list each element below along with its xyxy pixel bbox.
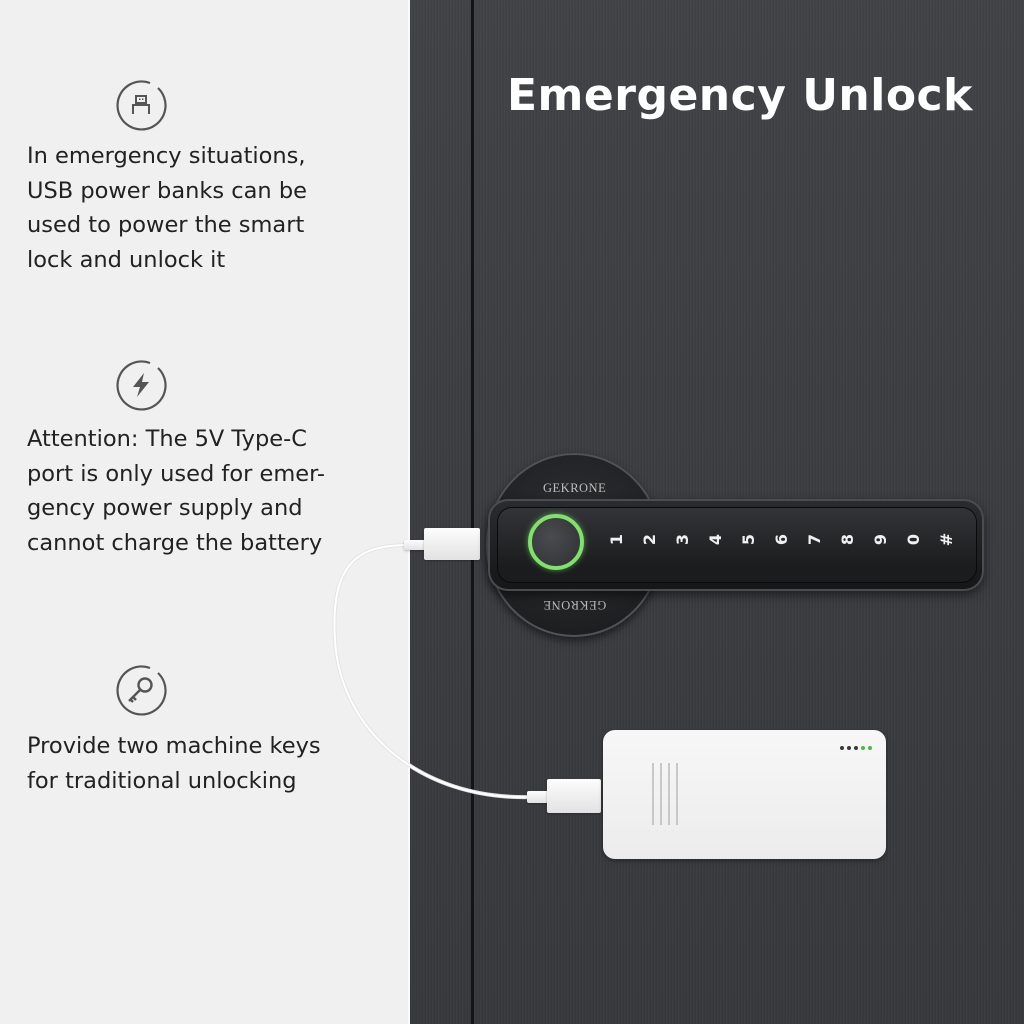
key-8[interactable]: 8	[838, 533, 857, 546]
key-3[interactable]: 3	[673, 533, 692, 546]
brand-logo-inverted: GEKRONE	[543, 598, 607, 612]
text-line: used to power the smart	[27, 212, 305, 238]
usb-c-connector	[424, 528, 480, 560]
keypad: 1 2 3 4 5 6 7 8 9 0 #	[600, 530, 963, 549]
door-seam	[471, 0, 474, 1024]
text-line: USB power banks can be	[27, 177, 307, 204]
page-title: Emergency Unlock	[507, 70, 973, 121]
text-line: Provide two machine keys	[27, 733, 321, 759]
power-bank	[603, 730, 886, 859]
key-4[interactable]: 4	[706, 533, 725, 546]
battery-indicator-leds	[840, 746, 872, 750]
usb-a-connector	[547, 779, 601, 813]
lightning-bolt-icon	[116, 360, 167, 411]
key-hash[interactable]: #	[937, 532, 956, 547]
feature-keys-text: Provide two machine keys for traditional…	[27, 729, 402, 798]
text-line: lock and unlock it	[27, 246, 226, 273]
text-line: In emergency situations,	[27, 143, 306, 169]
power-bank-grille	[652, 763, 678, 825]
key-9[interactable]: 9	[871, 533, 890, 546]
text-line: for traditional unlocking	[27, 767, 297, 794]
text-line: Attention: The 5V Type-C	[27, 426, 307, 452]
key-6[interactable]: 6	[772, 533, 791, 546]
usb-c-connector-neck	[404, 540, 426, 550]
key-0[interactable]: 0	[904, 533, 923, 546]
text-line: cannot charge the battery	[27, 529, 323, 556]
text-line: gency power supply and	[27, 495, 303, 521]
key-2[interactable]: 2	[640, 533, 659, 546]
fingerprint-sensor[interactable]	[528, 514, 584, 570]
feature-attention-text: Attention: The 5V Type-C port is only us…	[27, 422, 402, 560]
key-icon	[116, 665, 167, 716]
key-5[interactable]: 5	[739, 533, 758, 546]
led-dot-lit	[861, 746, 865, 750]
key-1[interactable]: 1	[607, 533, 626, 546]
door-edge	[408, 0, 410, 1024]
info-panel	[0, 0, 408, 1024]
feature-usb-text: In emergency situations, USB power banks…	[27, 139, 402, 277]
usb-a-connector-neck	[527, 791, 549, 803]
usb-icon	[116, 80, 167, 131]
brand-logo: GEKRONE	[543, 481, 607, 495]
led-dot-lit	[868, 746, 872, 750]
led-dot	[847, 746, 851, 750]
led-dot	[840, 746, 844, 750]
key-7[interactable]: 7	[805, 533, 824, 546]
text-line: port is only used for emer-	[27, 460, 326, 487]
led-dot	[854, 746, 858, 750]
